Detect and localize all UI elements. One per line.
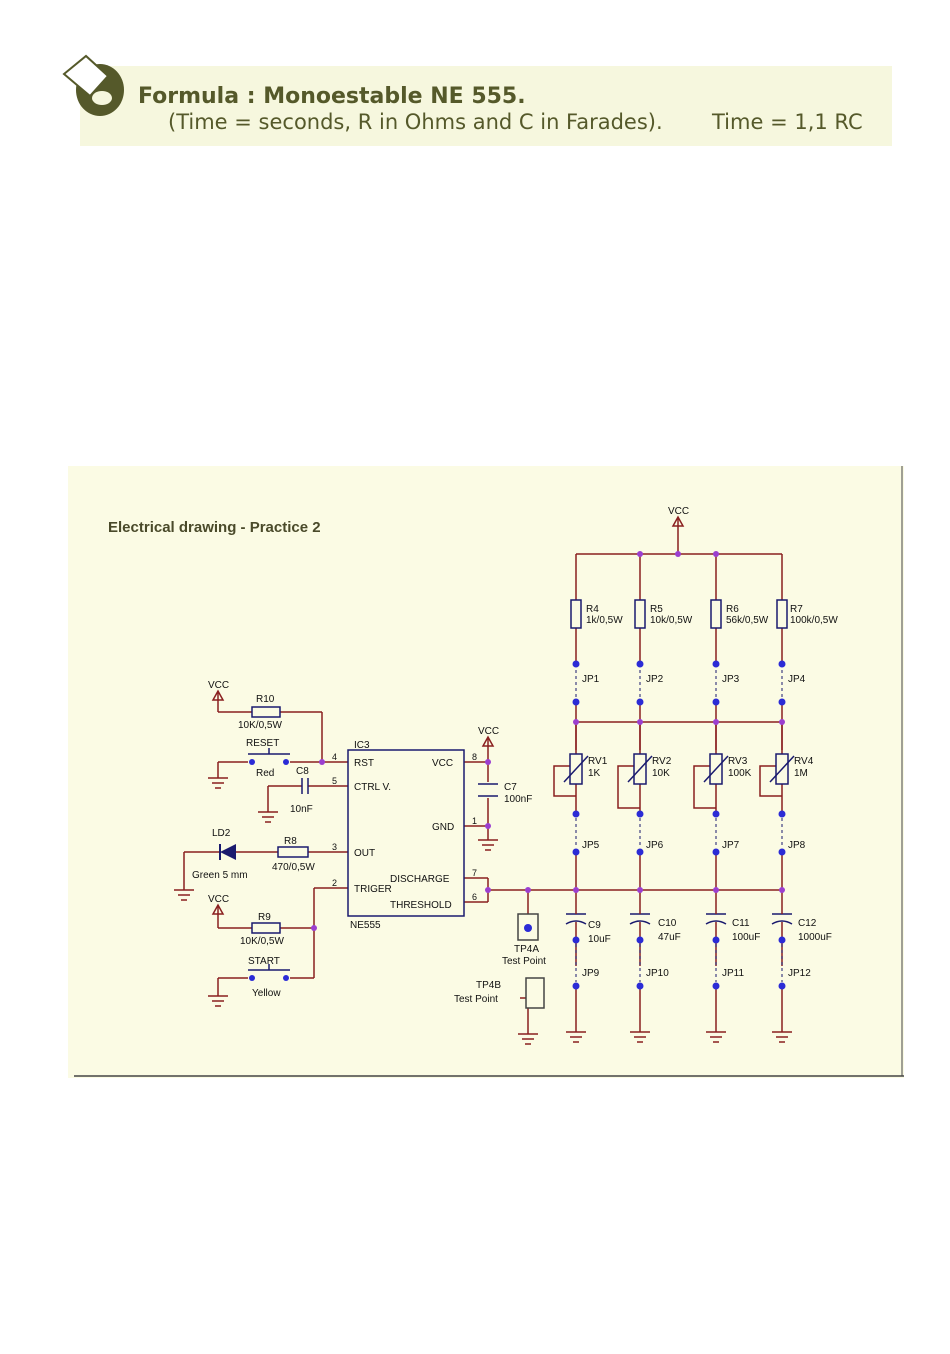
col-4-rv-ref: RV4: [794, 756, 814, 767]
col-3-jp-bot: JP11: [722, 968, 744, 979]
col-4-c-ref: C12: [798, 918, 817, 929]
pin-out: OUT: [354, 848, 375, 859]
col-3-jp-mid: JP7: [722, 840, 740, 851]
column-1: [563, 599, 589, 990]
col-2-jp-top: JP2: [646, 674, 664, 685]
col-2-jp-mid: JP6: [646, 840, 664, 851]
c7-value: 100nF: [504, 794, 532, 805]
pin-discharge: DISCHARGE: [390, 874, 450, 885]
col-1-rv-ref: RV1: [588, 756, 608, 767]
ic-ne555: [347, 749, 465, 917]
start-ref: START: [248, 956, 280, 967]
ic-part: NE555: [350, 920, 381, 931]
c8-value: 10nF: [290, 804, 313, 815]
pin-number-1: 1: [472, 816, 477, 826]
col-2-r-ref: R5: [650, 604, 663, 615]
r8-ref: R8: [284, 836, 297, 847]
col-4-jp-top: JP4: [788, 674, 806, 685]
schematic-diagram: Electrical drawing - Practice 2: [68, 466, 904, 1078]
pin-number-6: 6: [472, 892, 477, 902]
formula-equation: Time = 1,1 RC: [712, 110, 863, 134]
pin-number-2: 2: [332, 878, 337, 888]
c8-capacitor: [301, 778, 309, 794]
schematic-title: Electrical drawing - Practice 2: [108, 519, 321, 536]
col-3-c-value: 100uF: [732, 932, 760, 943]
led-diode: [219, 844, 236, 860]
pencil-note-icon: [62, 54, 124, 116]
formula-subtitle: (Time = seconds, R in Ohms and C in Fara…: [168, 110, 663, 134]
pin-threshold: THRESHOLD: [390, 900, 452, 911]
col-1-pot-value: 1K: [588, 768, 601, 779]
col-4-jp-mid: JP8: [788, 840, 806, 851]
col-1-c-value: 10uF: [588, 934, 611, 945]
vcc-label-top: VCC: [668, 506, 689, 517]
col-1-c-ref: C9: [588, 920, 601, 931]
col-2-c-ref: C10: [658, 918, 677, 929]
column-3: [703, 599, 729, 990]
pin-ctrl: CTRL V.: [354, 782, 391, 793]
ld2-value: Green 5 mm: [192, 870, 248, 881]
col-4-r-ref: R7: [790, 604, 803, 615]
col-4-c-value: 1000uF: [798, 932, 832, 943]
pin-number-3: 3: [332, 842, 337, 852]
col-4-pot-value: 1M: [794, 768, 808, 779]
reset-ref: RESET: [246, 738, 279, 749]
col-3-r-ref: R6: [726, 604, 739, 615]
tp4a-ref: TP4A: [514, 944, 539, 955]
vcc-label-reset: VCC: [208, 680, 229, 691]
col-3-r-value: 56k/0,5W: [726, 615, 769, 626]
pin-number-4: 4: [332, 752, 337, 762]
r9-ref: R9: [258, 912, 271, 923]
pin-number-7: 7: [472, 868, 477, 878]
col-2-c-value: 47uF: [658, 932, 681, 943]
pin-trig: TRIGER: [354, 884, 392, 895]
col-3-jp-top: JP3: [722, 674, 740, 685]
col-1-jp-bot: JP9: [582, 968, 600, 979]
ld2-ref: LD2: [212, 828, 231, 839]
col-4-r-value: 100k/0,5W: [790, 615, 838, 626]
reset-button: [248, 748, 290, 765]
start-button: [248, 964, 290, 981]
r9-value: 10K/0,5W: [240, 936, 284, 947]
pin-vcc: VCC: [432, 758, 453, 769]
pin-gnd: GND: [432, 822, 454, 833]
r10-ref: R10: [256, 694, 275, 705]
reset-color: Red: [256, 768, 274, 779]
column-4: [769, 599, 795, 990]
tp4a-label: Test Point: [502, 956, 546, 967]
pin-rst: RST: [354, 758, 374, 769]
col-3-rv-ref: RV3: [728, 756, 748, 767]
vcc-label-start: VCC: [208, 894, 229, 905]
col-3-pot-value: 100K: [728, 768, 752, 779]
start-color: Yellow: [252, 988, 281, 999]
c7-ref: C7: [504, 782, 517, 793]
ic-ref: IC3: [354, 740, 370, 751]
col-1-r-ref: R4: [586, 604, 599, 615]
r10-resistor: [251, 706, 281, 718]
col-4-jp-bot: JP12: [788, 968, 811, 979]
pin-number-8: 8: [472, 752, 477, 762]
r10-value: 10K/0,5W: [238, 720, 282, 731]
col-1-jp-mid: JP5: [582, 840, 600, 851]
tp4b-ref: TP4B: [476, 980, 501, 991]
formula-banner: [80, 66, 892, 146]
col-1-r-value: 1k/0,5W: [586, 615, 623, 626]
col-3-c-ref: C11: [732, 918, 750, 929]
col-2-pot-value: 10K: [652, 768, 670, 779]
col-2-r-value: 10k/0,5W: [650, 615, 693, 626]
r9-resistor: [251, 922, 281, 934]
vcc-label-ic: VCC: [478, 726, 499, 737]
formula-title: Formula : Monoestable NE 555.: [138, 84, 526, 109]
col-2-jp-bot: JP10: [646, 968, 669, 979]
r8-value: 470/0,5W: [272, 862, 315, 873]
col-1-jp-top: JP1: [582, 674, 600, 685]
pin-number-5: 5: [332, 776, 337, 786]
c8-ref: C8: [296, 766, 309, 777]
tp4b-test-point: [525, 977, 545, 1009]
r8-resistor: [277, 846, 309, 858]
column-2: [627, 599, 653, 990]
col-2-rv-ref: RV2: [652, 756, 672, 767]
tp4b-label: Test Point: [454, 994, 498, 1005]
